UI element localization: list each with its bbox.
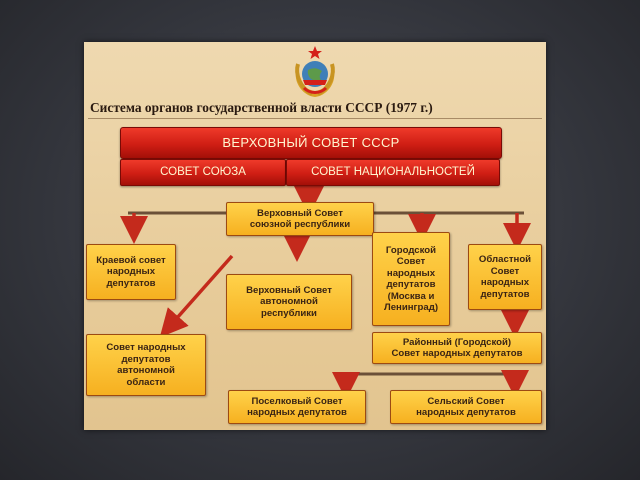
slide: Система органов государственной власти С… (84, 42, 546, 430)
node-union-republic: Верховный Совет союзной республики (226, 202, 374, 236)
soviet-of-nationalities: СОВЕТ НАЦИОНАЛЬНОСТЕЙ (286, 159, 500, 186)
diagram-title: Система органов государственной власти С… (90, 100, 433, 115)
ussr-coat-of-arms-icon (295, 46, 335, 97)
node-city-moscow-leningrad: Городской Совет народных депутатов (Моск… (372, 232, 450, 326)
node-krai-soviet: Краевой совет народных депутатов (86, 244, 176, 300)
node-autonomous-republic: Верховный Совет автономной республики (226, 274, 352, 330)
soviet-of-union: СОВЕТ СОЮЗА (120, 159, 286, 186)
node-district-soviet: Районный (Городской) Совет народных депу… (372, 332, 542, 364)
title-underline (88, 118, 542, 119)
node-village-soviet: Сельский Совет народных депутатов (390, 390, 542, 424)
supreme-soviet-ussr: ВЕРХОВНЫЙ СОВЕТ СССР (120, 127, 502, 159)
node-oblast-soviet: Областной Совет народных депутатов (468, 244, 542, 310)
node-settlement-soviet: Поселковый Совет народных депутатов (228, 390, 366, 424)
node-autonomous-oblast: Совет народных депутатов автономной обла… (86, 334, 206, 396)
